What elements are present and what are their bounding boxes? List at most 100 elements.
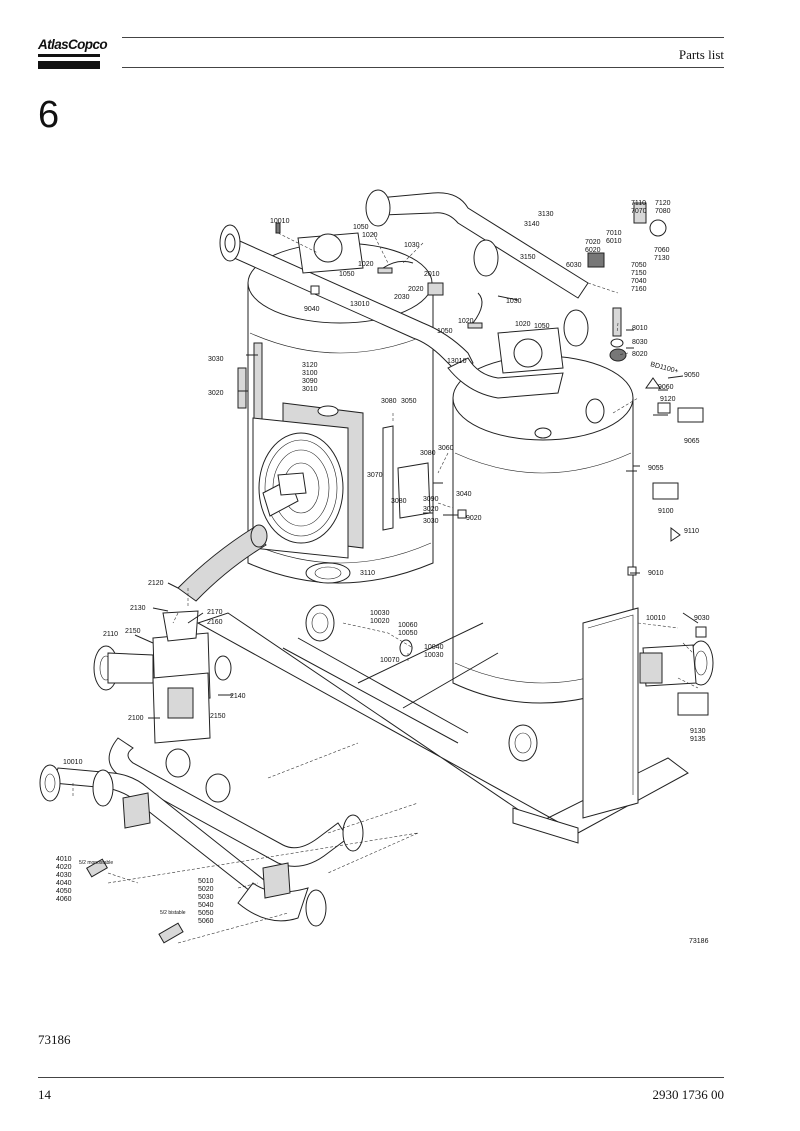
callout: 9020 (466, 515, 482, 522)
callout: 3080 (420, 450, 436, 457)
section-number: 6 (38, 94, 60, 136)
callout: 3020 (423, 506, 439, 513)
callout: 4040 (56, 880, 72, 887)
inlet-valve-block (93, 610, 232, 744)
callout: 1020 (362, 232, 378, 239)
callout: 2170 (207, 609, 223, 616)
callout: 6010 (606, 238, 622, 245)
callout: 9055 (648, 465, 664, 472)
hardware-items (86, 202, 709, 944)
callout: 3140 (524, 221, 540, 228)
footer-rule (38, 1077, 724, 1078)
callout: 10010 (646, 615, 666, 622)
callout: 9040 (304, 306, 320, 313)
callout: 1050 (437, 328, 453, 335)
figure-caption: 73186 (38, 1032, 71, 1047)
callout: 3100 (302, 370, 318, 377)
outlet-assembly (639, 640, 714, 687)
base-frame (196, 607, 689, 844)
callout: 2110 (103, 631, 118, 638)
callout: 9135 (690, 736, 706, 743)
callout: 2030 (394, 294, 410, 301)
arrow-leaders (134, 295, 699, 719)
callout: 3070 (367, 472, 383, 479)
callout: 1050 (339, 271, 355, 278)
callout: 7050 (631, 262, 647, 269)
callout: 2120 (148, 580, 164, 587)
callout: 2130 (130, 605, 146, 612)
callout: 13010 (350, 301, 370, 308)
callout: 2160 (207, 619, 223, 626)
callout: 4020 (56, 864, 72, 871)
callout: 10030 (424, 652, 444, 659)
callout: 10060 (398, 622, 418, 629)
callout: 3090 (423, 496, 439, 503)
callout: 3060 (438, 445, 454, 452)
leader-lines (72, 232, 699, 944)
callout: 2150 (210, 713, 226, 720)
callout: 9010 (648, 570, 664, 577)
callout: 7080 (655, 208, 671, 215)
callout: 7060 (654, 247, 670, 254)
callout: 5010 (198, 878, 214, 885)
callout: 1020 (515, 321, 531, 328)
logo-text: AtlasCopco (38, 37, 108, 52)
callout: 8030 (632, 339, 648, 346)
callout: 10050 (398, 630, 418, 637)
callout: 4060 (56, 896, 72, 903)
callout: 7110 (631, 200, 646, 207)
callout: 9100 (658, 508, 674, 515)
header-top-rule (122, 37, 724, 38)
callout: 4010 (56, 856, 72, 863)
callout: 10020 (370, 618, 390, 625)
callout: 10040 (424, 644, 444, 651)
callout: 9050 (684, 372, 700, 379)
callout: 5020 (198, 886, 214, 893)
callout: 10010 (270, 218, 290, 225)
callout: 7020 (585, 239, 601, 246)
part-callouts: 10010 1050 1020 1030 1050 1020 13010 201… (56, 200, 710, 945)
callout: 10010 (63, 759, 83, 766)
callout: 9060 (658, 384, 674, 391)
drawing-number: 73186 (689, 938, 709, 945)
top-manifold (219, 189, 589, 399)
callout: 6030 (566, 262, 582, 269)
callout: 10070 (380, 657, 400, 664)
callout: 3040 (456, 491, 472, 498)
callout: 9110 (684, 528, 699, 535)
callout: 1050 (534, 323, 550, 330)
callout: 7150 (631, 270, 647, 277)
callout: 3120 (302, 362, 318, 369)
callout: 5/2 bistable (160, 910, 186, 916)
callout: 1030 (404, 242, 420, 249)
callout: 7160 (631, 286, 647, 293)
callout: 7010 (606, 230, 622, 237)
inlet-hose (177, 524, 268, 602)
callout: 13010 (447, 358, 467, 365)
callout: 7070 (631, 208, 647, 215)
callout: 3090 (302, 378, 318, 385)
callout: 9120 (660, 396, 676, 403)
callout: 8010 (632, 325, 648, 332)
callout: 5060 (198, 918, 214, 925)
header-title: Parts list (678, 47, 724, 62)
callout: BD1100+ (649, 361, 679, 375)
callout: 5/2 monostable (79, 860, 113, 866)
callout: 4030 (56, 872, 72, 879)
callout: 5050 (198, 910, 214, 917)
callout: 3020 (208, 390, 224, 397)
callout: 8020 (632, 351, 648, 358)
callout: 2020 (408, 286, 424, 293)
callout: 3010 (302, 386, 318, 393)
callout: 7130 (654, 255, 670, 262)
callout: 7040 (631, 278, 647, 285)
callout: 1020 (358, 261, 374, 268)
callout: 3110 (360, 570, 375, 577)
callout: 9065 (684, 438, 700, 445)
callout: 3050 (401, 398, 417, 405)
callout: 1050 (353, 224, 369, 231)
bottom-ports (305, 562, 538, 762)
callout: 1030 (506, 298, 522, 305)
callout: 1020 (458, 318, 474, 325)
cooler-fan-unit (252, 402, 431, 559)
